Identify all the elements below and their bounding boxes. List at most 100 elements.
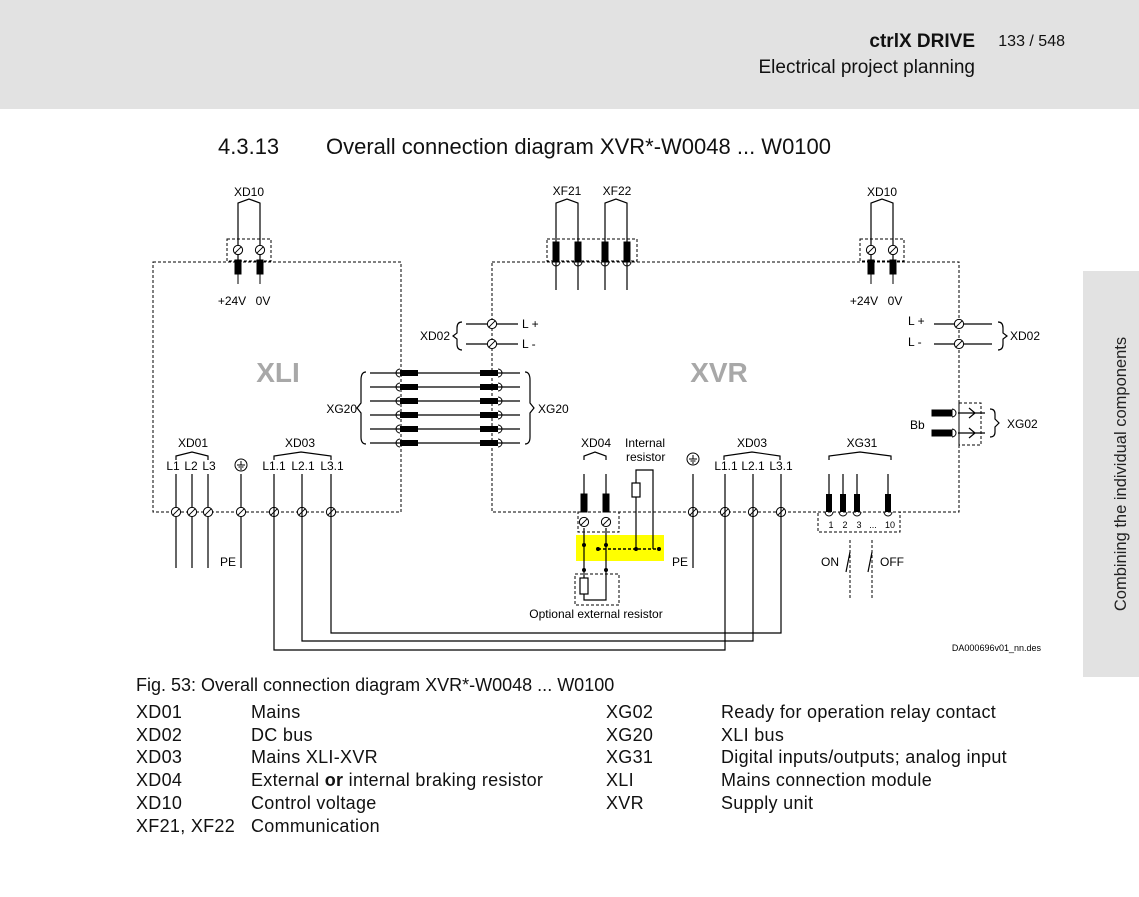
legend-code: XLI [606, 770, 634, 791]
legend-code: XF21, XF22 [136, 815, 236, 836]
xg31-label: XG31 [847, 436, 878, 450]
xd10-left-label: XD10 [234, 185, 264, 199]
plus24v-left-label: +24V [218, 294, 246, 308]
xd02-left-label: XD02 [420, 329, 450, 343]
legend-left: XD01 Mains XD02 DC bus XD03 Mains XLI-XVR X… [136, 701, 543, 837]
xd03-left-label: XD03 [285, 436, 315, 450]
xg20-left-label: XG20 [326, 402, 357, 416]
xd03-right-label: XD03 [737, 436, 767, 450]
internal-resistor-symbol [631, 482, 641, 498]
page-header: ctrlX DRIVE 133 / 548 Electrical project… [0, 0, 1139, 109]
xd03-left-l31-label: L3.1 [320, 459, 344, 473]
legend-code: XD02 [136, 724, 183, 745]
legend-desc: Ready for operation relay contact [721, 702, 997, 722]
legend-row: XD02 DC bus [136, 724, 543, 747]
off-label: OFF [880, 555, 904, 569]
ext-resistor-box [574, 573, 620, 606]
legend-desc-part: internal braking resistor [343, 770, 544, 791]
legend-desc: Supply unit [721, 792, 814, 813]
legend-code: XG20 [606, 724, 654, 745]
side-chapter-tab[interactable]: Combining the individual components [1083, 271, 1139, 677]
legend-desc: Mains [251, 702, 301, 722]
xg20-right-label: XG20 [538, 402, 569, 416]
legend-desc: DC bus [251, 724, 313, 745]
product-name: ctrlX DRIVE [869, 31, 975, 52]
l-plus-right-label: L + [908, 314, 925, 328]
xd03-right-l31-label: L3.1 [769, 459, 793, 473]
legend-code: XVR [606, 792, 644, 813]
legend-row: XD10 Control voltage [136, 792, 543, 815]
internal-resistor-highlight [576, 535, 664, 561]
section-number: 4.3.13 [218, 134, 280, 159]
page-number: 133 / 548 [998, 33, 1065, 50]
ground-icon [234, 458, 248, 472]
legend-row: XD03 Mains XLI-XVR [136, 746, 543, 769]
plus24v-right-label: +24V [850, 294, 878, 308]
zero-v-left-label: 0V [256, 294, 271, 308]
xg31-pin10-label: 10 [885, 520, 895, 530]
legend-desc: Mains connection module [721, 770, 933, 791]
optional-resistor-label: Optional external resistor [529, 607, 662, 621]
xg31-pin2-label: 2 [842, 520, 847, 530]
legend-desc: Communication [251, 815, 380, 836]
xd01-l2-label: L2 [184, 459, 198, 473]
legend-row: XVR Supply unit [606, 792, 1007, 815]
legend-desc: XLI bus [721, 724, 785, 745]
xf-box [546, 238, 638, 262]
xg02-box [958, 402, 982, 446]
l-minus-left-label: L - [522, 337, 536, 351]
xd01-l1-label: L1 [166, 459, 180, 473]
zero-v-right-label: 0V [888, 294, 903, 308]
figure-caption: Fig. 53: Overall connection diagram XVR*… [136, 675, 615, 695]
l-plus-left-label: L + [522, 317, 539, 331]
legend-row: XG31 Digital inputs/outputs; analog input [606, 746, 1007, 769]
legend-code: XD03 [136, 747, 183, 768]
legend-desc: Control voltage [251, 792, 377, 813]
xvr-label: XVR [690, 357, 748, 388]
legend-desc-bold: or [324, 770, 344, 791]
xg31-pin3-label: 3 [856, 520, 861, 530]
xd01-label: XD01 [178, 436, 208, 450]
legend-code: XG02 [606, 702, 654, 722]
legend-code: XG31 [606, 747, 654, 768]
xli-label: XLI [256, 357, 300, 388]
pe-right-label: PE [672, 555, 688, 569]
xd03-left-l21-label: L2.1 [291, 459, 315, 473]
internal-label: Internal [625, 436, 665, 450]
xd04-box [577, 511, 620, 533]
external-resistor-symbol [579, 577, 589, 595]
legend-row: XG20 XLI bus [606, 724, 1007, 747]
legend-row: XG02 Ready for operation relay contact [606, 701, 1007, 724]
xd03-left-l11-label: L1.1 [262, 459, 286, 473]
xd10-left-box [226, 238, 272, 262]
xg31-pin1-label: 1 [828, 520, 833, 530]
xg31-pin-dots-label: ... [869, 520, 877, 530]
xf22-label: XF22 [603, 184, 632, 198]
legend-desc-part: External [251, 770, 325, 791]
drawing-id: DA000696v01_nn.des [952, 643, 1042, 653]
xf21-label: XF21 [553, 184, 582, 198]
ground-icon [686, 452, 700, 466]
legend-code: XD10 [136, 792, 183, 813]
xd01-l3-label: L3 [202, 459, 216, 473]
l-minus-right-label: L - [908, 335, 922, 349]
xd02-right-label: XD02 [1010, 329, 1040, 343]
legend-row: XF21, XF22 Communication [136, 815, 543, 838]
chapter-title: Electrical project planning [758, 57, 975, 78]
legend-right: XG02 Ready for operation relay contact XG… [606, 701, 1007, 815]
legend-desc: Mains XLI-XVR [251, 747, 378, 768]
xd04-label: XD04 [581, 436, 611, 450]
resistor-label: resistor [626, 450, 665, 464]
on-label: ON [821, 555, 839, 569]
xd03-right-l21-label: L2.1 [741, 459, 765, 473]
xd03-right-l11-label: L1.1 [714, 459, 738, 473]
legend-code: XD04 [136, 770, 183, 791]
section-title: Overall connection diagram XVR*-W0048 ..… [326, 134, 832, 159]
legend-row: XLI Mains connection module [606, 769, 1007, 792]
legend-row: XD04 External or internal braking resisto… [136, 769, 543, 792]
legend-code: XD01 [136, 702, 183, 722]
legend-desc: Digital inputs/outputs; analog input [721, 747, 1007, 768]
pe-left-label: PE [220, 555, 236, 569]
xd10-right-box [859, 238, 905, 262]
